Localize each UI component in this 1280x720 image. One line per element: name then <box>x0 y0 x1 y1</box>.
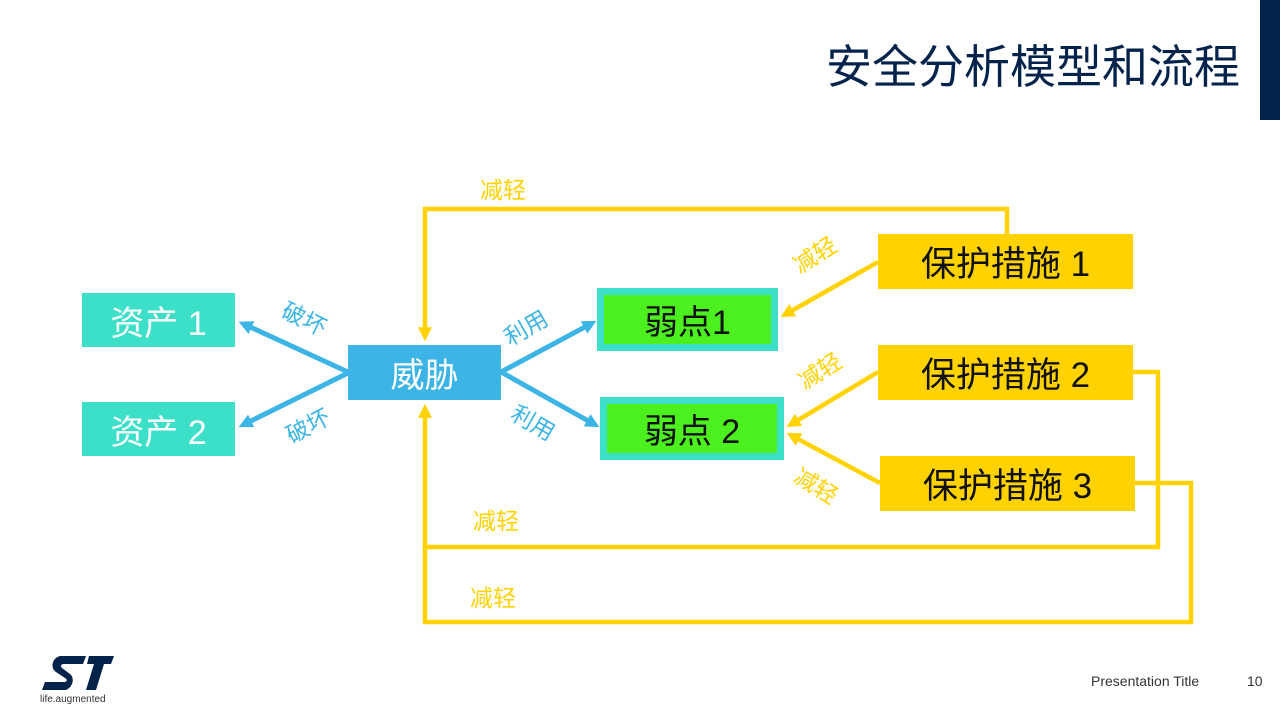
st-logo-s-shape <box>42 656 86 690</box>
node-protection-1: 保护措施 1 <box>878 234 1133 289</box>
corner-accent-bar <box>1260 0 1280 120</box>
node-vulnerability-1: 弱点1 <box>604 295 771 344</box>
st-logo <box>42 656 114 690</box>
node-asset-2: 资产 2 <box>82 402 235 456</box>
arrow-protection-3-to-vulnerability-2 <box>786 432 882 485</box>
slide-title: 安全分析模型和流程 <box>826 41 1240 93</box>
arrow-threat-to-vulnerability-1 <box>499 320 597 375</box>
node-vulnerability-1-frame: 弱点1 <box>597 288 778 351</box>
connector-protection-3-to-threat <box>422 480 1194 625</box>
edge-label-mitigate-threat-from-protection-1: 减轻 <box>480 177 526 203</box>
arrow-protection-2-to-vulnerability-2 <box>786 370 880 428</box>
footer-presentation-title: Presentation Title <box>1091 673 1200 689</box>
arrow-threat-to-vulnerability-2 <box>499 369 600 428</box>
node-protection-3: 保护措施 3 <box>880 456 1135 511</box>
arrow-protection-1-to-vulnerability-1 <box>780 260 880 318</box>
node-threat: 威胁 <box>348 345 501 400</box>
node-protection-2: 保护措施 2 <box>878 345 1133 400</box>
connector-protection-2-to-threat <box>418 369 1161 550</box>
node-vulnerability-2: 弱点 2 <box>607 404 777 453</box>
arrow-threat-to-asset-1 <box>238 321 350 375</box>
st-logo-t-shape <box>86 656 114 690</box>
node-asset-1: 资产 1 <box>82 293 235 347</box>
page-number: 10 <box>1247 673 1263 689</box>
node-vulnerability-2-frame: 弱点 2 <box>600 397 784 460</box>
logo-tagline: life.augmented <box>40 694 106 705</box>
connector-protection-1-to-threat <box>418 206 1010 342</box>
edge-label-mitigate-threat-from-protection-2: 减轻 <box>473 508 519 534</box>
arrow-threat-to-asset-2 <box>238 370 350 428</box>
edge-label-mitigate-threat-from-protection-3: 减轻 <box>470 585 516 611</box>
